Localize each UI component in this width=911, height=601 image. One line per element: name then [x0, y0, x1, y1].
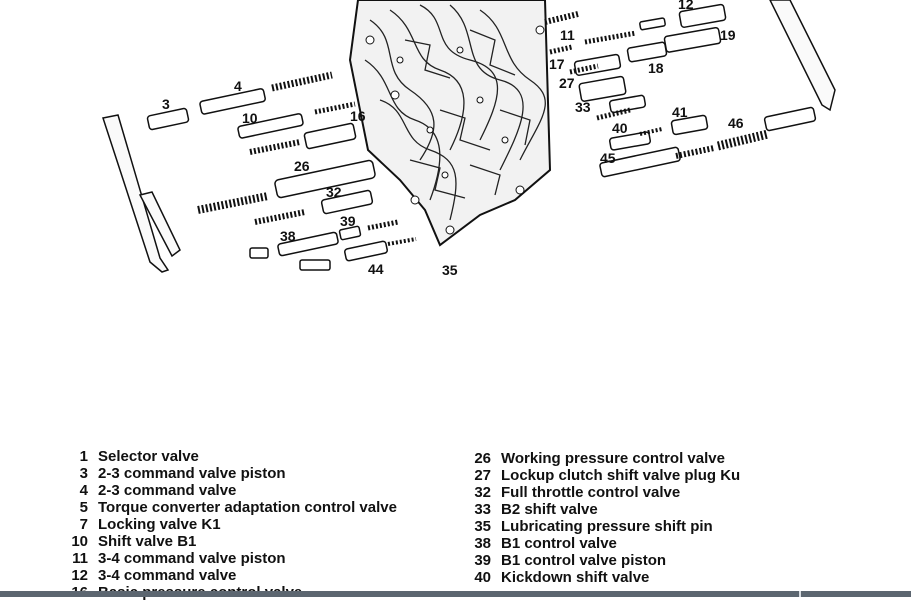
callout-41: 41 [672, 104, 688, 120]
legend-item-label: B2 shift valve [501, 501, 598, 518]
legend-item-label: Lubricating pressure shift pin [501, 518, 713, 535]
legend-item: 11 3-4 command valve piston [60, 550, 397, 567]
valve-body-plate [348, 0, 552, 247]
legend-right-column: 26 Working pressure control valve 27 Lockup… [460, 450, 740, 586]
legend-item-label: 2-3 command valve [98, 482, 237, 499]
bottom-scroll-bar[interactable] [0, 591, 911, 597]
callout-17: 17 [549, 56, 565, 72]
legend-item-number: 7 [79, 516, 88, 533]
callout-33: 33 [575, 99, 591, 115]
valve-parts [146, 3, 817, 271]
callout-39: 39 [340, 213, 356, 229]
callout-44: 44 [368, 261, 384, 277]
legend-item-number: 39 [474, 552, 491, 569]
legend-item-label: B1 control valve piston [501, 552, 667, 569]
callout-16: 16 [350, 108, 366, 124]
legend-item-number: 11 [72, 550, 88, 567]
legend-item-label: 2-3 command valve piston [98, 465, 286, 482]
legend-item: 27 Lockup clutch shift valve plug Ku [460, 467, 740, 484]
legend-item-label: B1 control valve [501, 535, 617, 552]
legend-item-number: 12 [71, 567, 88, 584]
legend-item: 12 3-4 command valve [60, 567, 397, 584]
legend-item-label: Torque converter adaptation control valv… [98, 499, 397, 516]
legend-item: 32 Full throttle control valve [460, 484, 740, 501]
legend-item: 5 Torque converter adaptation control val… [60, 499, 397, 516]
legend-left-column: 1 Selector valve 3 2-3 command valve piston… [60, 448, 397, 601]
legend-item-number: 32 [474, 484, 491, 501]
legend-item: 26 Working pressure control valve [460, 450, 740, 467]
legend-item-label: 3-4 command valve piston [98, 550, 286, 567]
legend-item: 40 Kickdown shift valve [460, 569, 740, 586]
legend-item-label: Lockup clutch shift valve plug Ku [501, 467, 741, 484]
callout-11: 11 [560, 27, 575, 43]
callout-40: 40 [612, 120, 628, 136]
legend-item: 10 Shift valve B1 [60, 533, 397, 550]
legend-item: 35 Lubricating pressure shift pin [460, 518, 740, 535]
callout-labels: 3 4 10 16 26 32 39 38 44 35 12 11 19 17 … [162, 0, 744, 278]
legend-item: 33 B2 shift valve [460, 501, 740, 518]
callout-10: 10 [242, 110, 258, 126]
legend-item: 38 B1 control valve [460, 535, 740, 552]
legend-item-number: 5 [79, 499, 88, 516]
callout-3: 3 [162, 96, 170, 112]
legend-item-number: 33 [474, 501, 491, 518]
legend-item-number: 27 [474, 467, 491, 484]
legend-item: 4 2-3 command valve [60, 482, 397, 499]
legend-item: 7 Locking valve K1 [60, 516, 397, 533]
legend-item-label: 3-4 command valve [98, 567, 237, 584]
callout-35: 35 [442, 262, 458, 278]
legend-item-number: 40 [474, 569, 491, 586]
legend-item-label: Kickdown shift valve [501, 569, 650, 586]
callout-32: 32 [326, 184, 342, 200]
springs [197, 11, 770, 246]
callout-45: 45 [600, 150, 616, 166]
legend-item-number: 4 [79, 482, 88, 499]
legend-item: 39 B1 control valve piston [460, 552, 740, 569]
legend-item-label: Shift valve B1 [98, 533, 197, 550]
legend-item-label: Selector valve [98, 448, 199, 465]
legend-item-number: 10 [71, 533, 88, 550]
legend-item: 1 Selector valve [60, 448, 397, 465]
callout-46: 46 [728, 115, 744, 131]
right-cover-plate [769, 0, 836, 112]
callout-19: 19 [720, 27, 736, 43]
callout-4: 4 [234, 78, 242, 94]
valve-body-exploded-diagram: 3 4 10 16 26 32 39 38 44 35 12 11 19 17 … [102, 0, 836, 278]
legend-item-label: Full throttle control valve [501, 484, 681, 501]
legend-item-number: 3 [79, 465, 88, 482]
legend-item-number: 26 [474, 450, 491, 467]
callout-27: 27 [559, 75, 575, 91]
left-cover-plates [102, 114, 181, 273]
callout-18: 18 [648, 60, 664, 76]
legend-item: 3 2-3 command valve piston [60, 465, 397, 482]
legend-item-number: 35 [474, 518, 491, 535]
legend-item-number: 38 [474, 535, 491, 552]
legend-item-label: Working pressure control valve [501, 450, 725, 467]
callout-12: 12 [678, 0, 694, 12]
callout-38: 38 [280, 228, 296, 244]
callout-26: 26 [294, 158, 310, 174]
legend-item-label: Locking valve K1 [98, 516, 221, 533]
legend-item-number: 1 [79, 448, 88, 465]
bottom-bar-divider [799, 591, 801, 597]
